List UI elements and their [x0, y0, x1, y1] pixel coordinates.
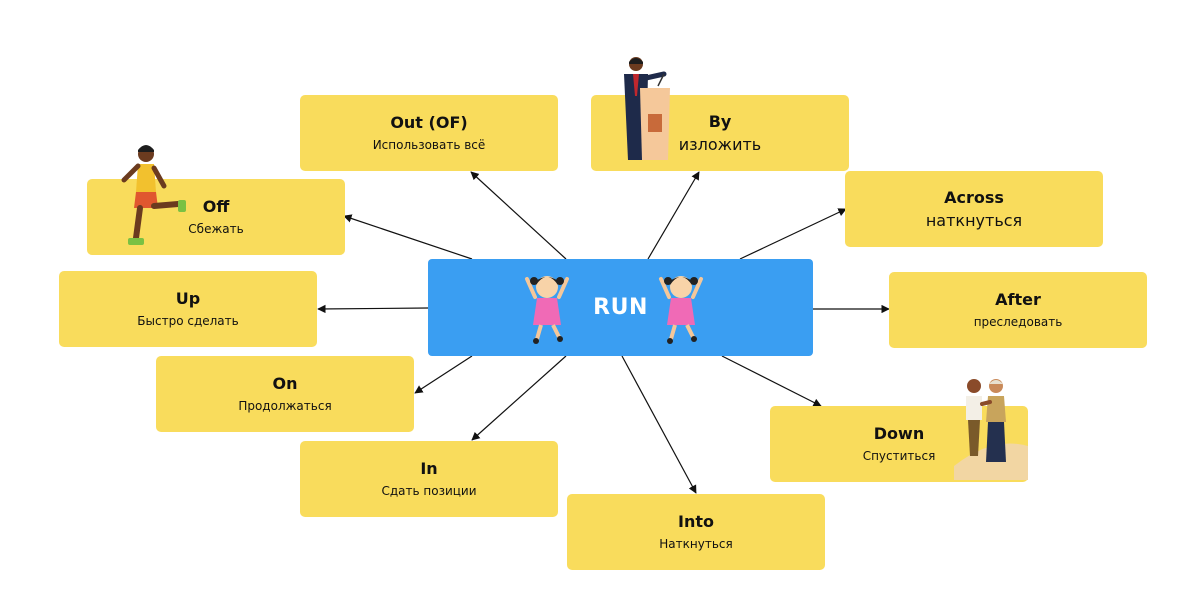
node-in: In Сдать позиции [300, 441, 558, 517]
node-across: Across наткнуться [845, 171, 1103, 247]
node-subtitle: изложить [678, 135, 762, 154]
node-on: On Продолжаться [156, 356, 414, 432]
node-title: On [272, 373, 298, 393]
node-title: Up [175, 288, 201, 308]
arrow-on [414, 355, 473, 394]
node-up: Up Быстро сделать [59, 271, 317, 347]
arrow-out-of [470, 171, 567, 260]
node-title: Across [944, 188, 1004, 207]
arrow-across [739, 208, 847, 260]
speaker-at-podium-illustration [624, 57, 670, 160]
node-subtitle: Продолжаться [238, 398, 332, 413]
arrow-in [471, 355, 567, 441]
node-title: Into [678, 511, 714, 531]
jumping-girl-icon [525, 276, 569, 344]
arrow-off [343, 214, 473, 260]
arrow-by [647, 171, 700, 260]
node-title: After [995, 289, 1041, 309]
center-label: RUN [593, 295, 648, 320]
node-subtitle: Сбежать [188, 221, 244, 236]
node-title: In [420, 458, 438, 478]
walking-couple-illustration [954, 379, 1028, 480]
node-subtitle: Наткнуться [659, 536, 733, 551]
node-title: Off [202, 196, 230, 216]
arrow-down [721, 355, 822, 407]
node-title: Out (OF) [390, 112, 468, 132]
node-out-of: Out (OF) Использовать всё [300, 95, 558, 171]
node-subtitle: Сдать позиции [381, 483, 477, 498]
arrow-into [621, 355, 697, 494]
node-subtitle: преследовать [973, 314, 1063, 329]
node-subtitle: Спуститься [862, 448, 936, 463]
node-subtitle: наткнуться [925, 211, 1023, 230]
jumping-girl-icon [659, 276, 703, 344]
arrow-up [317, 304, 429, 314]
node-subtitle: Быстро сделать [137, 313, 239, 328]
node-title: By [708, 112, 732, 131]
runner-illustration [121, 145, 186, 245]
node-after: After преследовать [889, 272, 1147, 348]
center-node-run: RUN [428, 259, 813, 356]
node-into: Into Наткнуться [567, 494, 825, 570]
node-subtitle: Использовать всё [372, 137, 486, 152]
node-title: Down [873, 423, 925, 443]
